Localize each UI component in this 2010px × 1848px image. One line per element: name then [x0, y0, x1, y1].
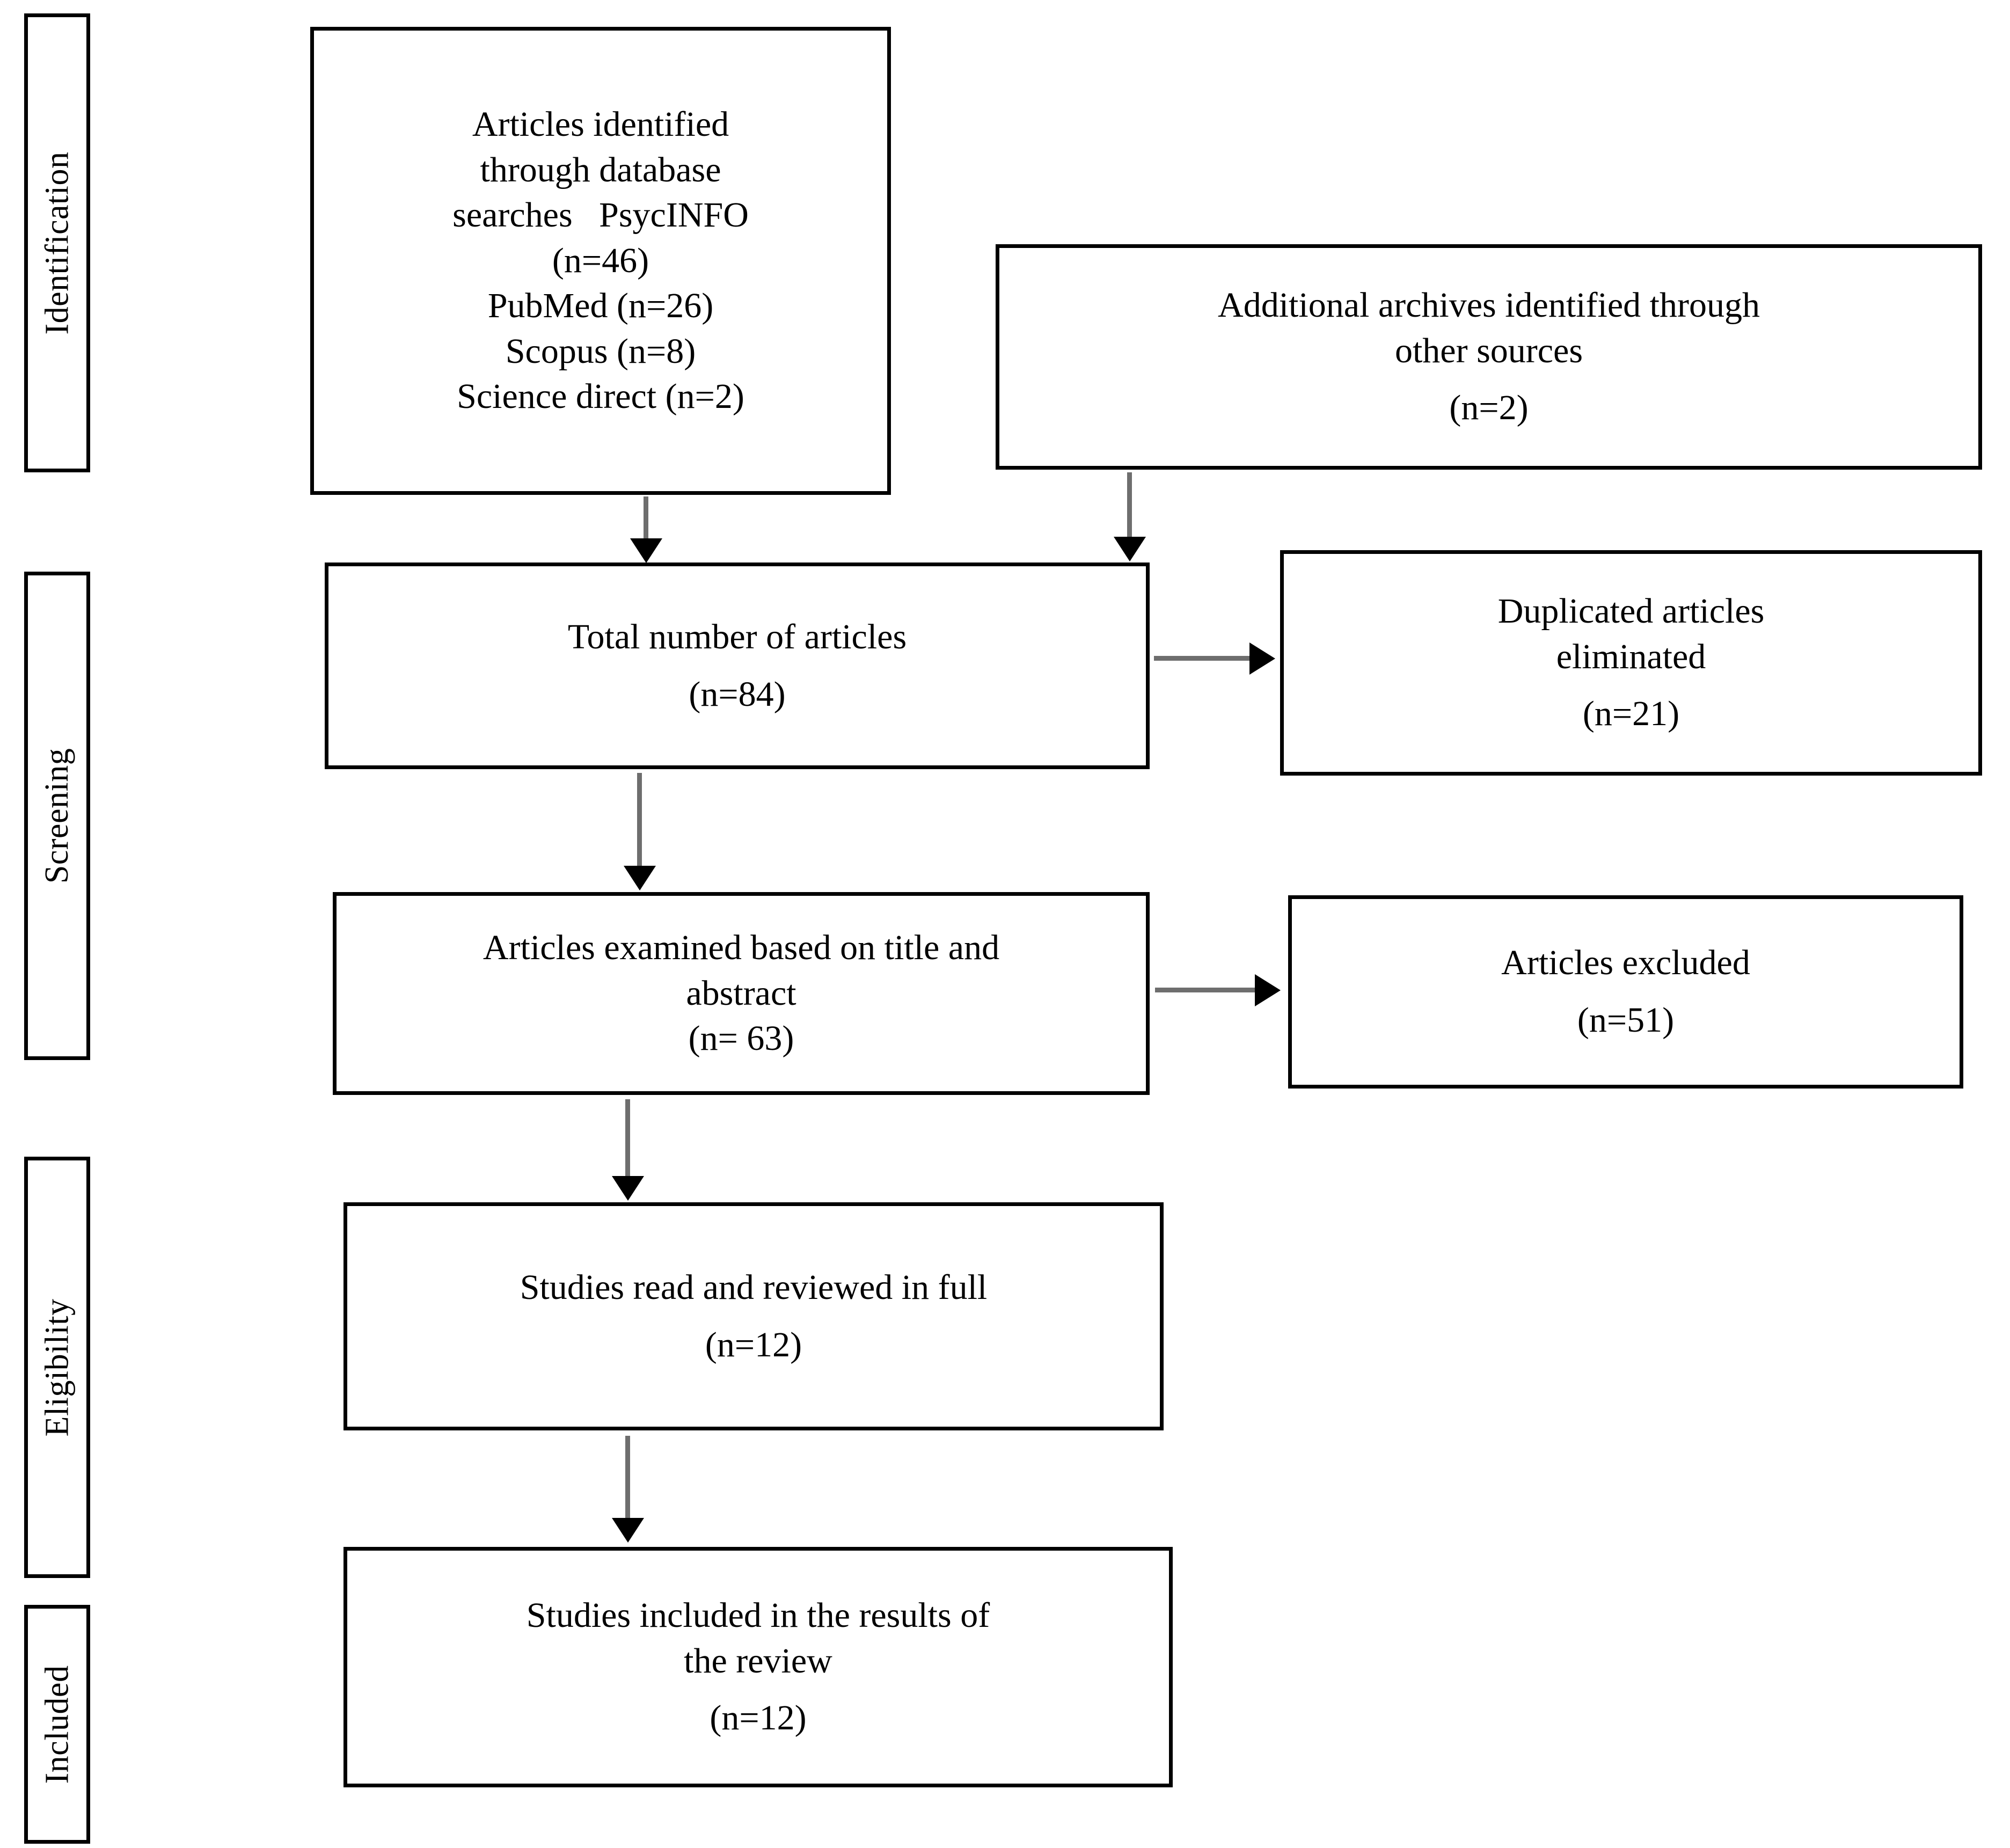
stage-label-screening-text: Screening: [39, 748, 76, 884]
node-duplicates-eliminated: Duplicated articles eliminated (n=21): [1280, 550, 1982, 776]
node-total-articles-count: (n=84): [689, 674, 786, 714]
node-records-identified-other-sources: Additional archives identified through o…: [996, 244, 1982, 470]
node-other-sources-line-1: Additional archives identified through: [1218, 286, 1760, 325]
node-databases-line-4: (n=46): [552, 240, 649, 280]
node-databases-line-1: Articles identified: [472, 105, 729, 144]
node-final-included-count: (n=12): [710, 1698, 807, 1738]
arrow-total-to-duplicates-icon: [1154, 656, 1251, 661]
node-articles-excluded: Articles excluded (n=51): [1288, 895, 1963, 1089]
node-databases-line-6: Scopus (n=8): [505, 331, 696, 371]
node-examined-line-2: abstract: [686, 973, 796, 1013]
node-databases-line-3: searches PsycINFO: [452, 195, 749, 235]
node-duplicates-line-2: eliminated: [1556, 637, 1706, 676]
arrow-examined-to-fulltext-icon: [625, 1099, 630, 1177]
node-final-included-line-1: Studies included in the results of: [526, 1596, 990, 1635]
node-fulltext-count: (n=12): [705, 1325, 802, 1364]
stage-label-included-text: Included: [39, 1665, 76, 1784]
stage-label-included: Included: [24, 1605, 90, 1844]
arrow-total-to-examined-icon: [637, 773, 642, 867]
stage-label-identification: Identification: [24, 13, 90, 472]
node-excluded-line-1: Articles excluded: [1501, 943, 1750, 983]
node-records-identified-databases: Articles identified through database sea…: [310, 27, 891, 495]
node-duplicates-line-1: Duplicated articles: [1497, 591, 1765, 631]
node-examined-count: (n= 63): [688, 1019, 794, 1058]
arrow-other-sources-to-total-icon: [1127, 472, 1132, 538]
stage-label-identification-text: Identification: [39, 151, 76, 334]
arrow-fulltext-to-included-icon: [625, 1436, 630, 1519]
stage-label-screening: Screening: [24, 572, 90, 1060]
stage-label-eligibility-text: Eligibility: [39, 1298, 76, 1436]
node-fulltext-line-1: Studies read and reviewed in full: [520, 1267, 988, 1307]
node-articles-examined-title-abstract: Articles examined based on title and abs…: [333, 892, 1150, 1095]
node-final-included-line-2: the review: [684, 1641, 832, 1681]
node-studies-read-full-text: Studies read and reviewed in full (n=12): [343, 1202, 1164, 1430]
node-databases-line-2: through database: [480, 150, 721, 189]
stage-label-eligibility: Eligibility: [24, 1157, 90, 1578]
arrow-databases-to-total-icon: [644, 496, 648, 539]
node-examined-line-1: Articles examined based on title and: [483, 928, 1000, 968]
arrow-examined-to-excluded-icon: [1155, 988, 1256, 992]
node-total-articles: Total number of articles (n=84): [325, 563, 1150, 769]
node-databases-line-7: Science direct (n=2): [457, 377, 744, 417]
node-databases-line-5: PubMed (n=26): [487, 286, 714, 326]
node-excluded-count: (n=51): [1577, 1000, 1675, 1040]
node-other-sources-line-2: other sources: [1394, 331, 1583, 370]
node-total-articles-line-1: Total number of articles: [567, 617, 907, 656]
node-duplicates-count: (n=21): [1582, 694, 1680, 734]
node-studies-included-review: Studies included in the results of the r…: [343, 1547, 1173, 1787]
node-other-sources-count: (n=2): [1449, 388, 1529, 428]
